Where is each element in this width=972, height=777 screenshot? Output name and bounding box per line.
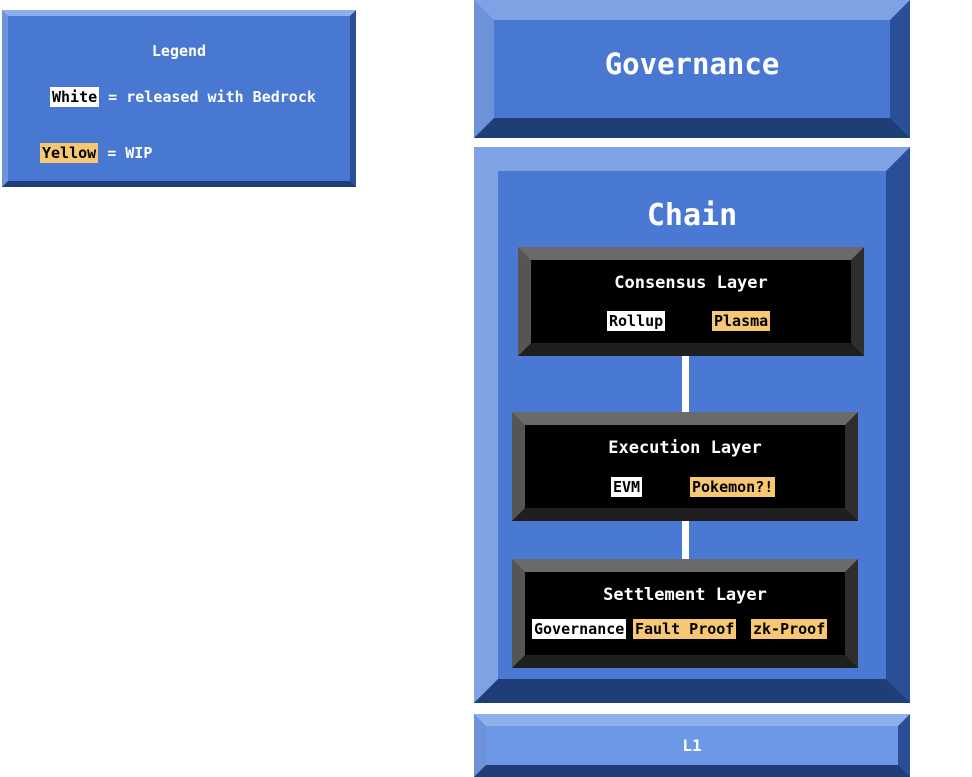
legend-yellow-desc: = WIP bbox=[98, 144, 153, 162]
chip-governance: Governance bbox=[532, 619, 627, 639]
settlement-layer-title: Settlement Layer bbox=[603, 585, 767, 605]
consensus-layer: Consensus Layer Rollup Plasma bbox=[518, 247, 864, 356]
legend-yellow-sample: Yellow bbox=[40, 143, 99, 163]
l1-block: L1 bbox=[474, 714, 910, 777]
chip-fault-proof: Fault Proof bbox=[633, 619, 737, 639]
chain-title: Chain bbox=[646, 198, 738, 233]
governance-block: Governance bbox=[474, 0, 910, 138]
connector-consensus-execution bbox=[682, 356, 689, 412]
chain-block: Chain Consensus Layer Rollup Plasma Exec… bbox=[474, 147, 910, 703]
chip-pokemon: Pokemon?! bbox=[690, 477, 776, 497]
execution-layer: Execution Layer EVM Pokemon?! bbox=[512, 412, 858, 521]
chip-rollup: Rollup bbox=[607, 311, 666, 331]
chip-evm: EVM bbox=[611, 477, 643, 497]
l1-label: L1 bbox=[682, 736, 702, 755]
legend-row-wip: Yellow = WIP bbox=[40, 143, 153, 163]
governance-title: Governance bbox=[604, 47, 780, 81]
chip-plasma: Plasma bbox=[712, 311, 771, 331]
chip-zk-proof: zk-Proof bbox=[751, 619, 828, 639]
legend-white-desc: = released with Bedrock bbox=[99, 88, 316, 106]
legend-row-released: White = released with Bedrock bbox=[50, 87, 316, 107]
execution-layer-title: Execution Layer bbox=[608, 438, 762, 458]
settlement-layer: Settlement Layer Governance Fault Proof … bbox=[512, 559, 858, 668]
consensus-layer-title: Consensus Layer bbox=[614, 273, 768, 293]
connector-execution-settlement bbox=[682, 521, 689, 559]
legend-white-sample: White bbox=[50, 87, 100, 107]
legend-title: Legend bbox=[151, 42, 207, 60]
legend-panel: Legend White = released with Bedrock Yel… bbox=[2, 10, 356, 187]
